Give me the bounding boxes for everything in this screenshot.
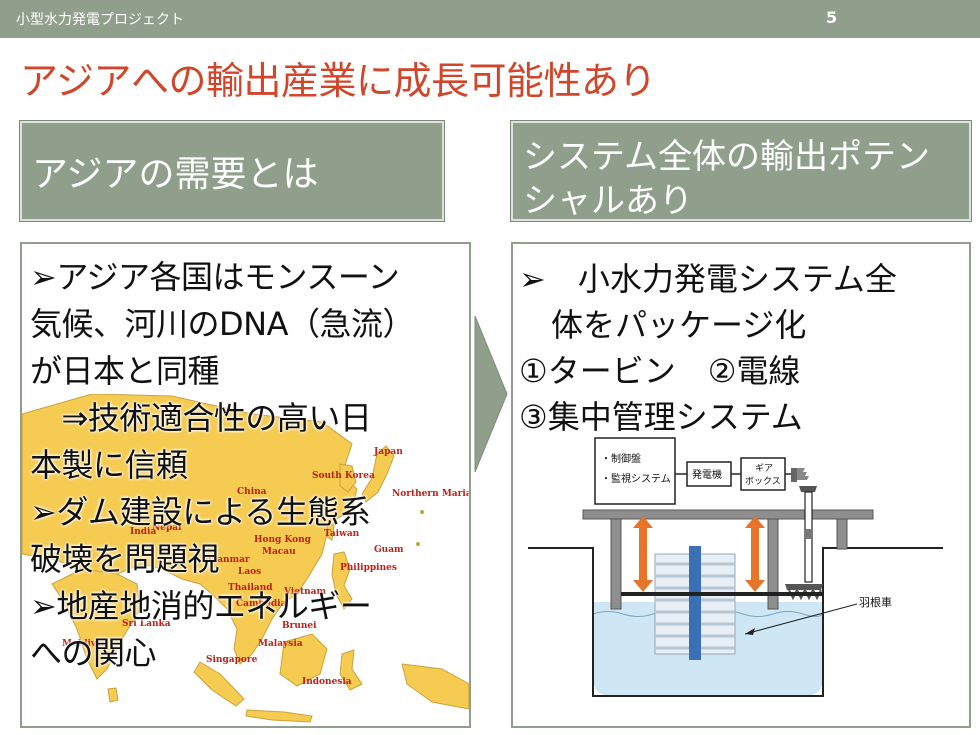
map-land-korea: [339, 463, 357, 493]
map-label-sri-lanka: Sri Lanka: [122, 619, 171, 629]
map-label-indonesia: Indonesia: [302, 677, 352, 687]
map-land-new-guinea: [401, 663, 469, 710]
left-line-5: 本製に信頼: [30, 446, 188, 484]
gear-top-icon: [791, 468, 809, 482]
left-line-3: が日本と同種: [30, 352, 220, 390]
gear-shaft-icon: [799, 486, 817, 583]
map-label-northern-mariana: Northern Mariana Islands: [392, 489, 469, 499]
map-label-hong-kong: Hong Kong: [254, 535, 312, 545]
map-land-sulawesi: [339, 649, 363, 691]
left-line-6: ➢ダム建設による生態系: [30, 493, 371, 531]
left-bullet-text: ➢アジア各国はモンスーン 気候、河川のDNA（急流） が日本と同種 ⇒技術適合性…: [30, 254, 469, 677]
header-bar: 小型水力発電プロジェクト 5: [0, 0, 980, 38]
lift-arrow-right: [745, 516, 765, 592]
gearbox-box: [740, 457, 786, 491]
right-line-4: ③集中管理システム: [519, 398, 803, 436]
asia-map: Japan South Korea China Northern Mariana…: [22, 394, 469, 723]
generator-label: 発電機: [692, 468, 722, 481]
control-line-2: ・監視システム: [601, 472, 671, 485]
right-heading-line-1: システム全体の輸出ポテン: [523, 137, 930, 177]
map-dot-mariana: [420, 510, 424, 514]
map-label-malaysia: Malaysia: [258, 639, 303, 649]
left-line-2: 気候、河川のDNA（急流）: [30, 305, 414, 343]
right-line-1: ➢ 小水力発電システム全: [519, 260, 897, 298]
right-line-3: ①タービン ②電線: [519, 352, 801, 390]
page-number: 5: [826, 8, 838, 27]
map-dot-guam: [416, 542, 420, 546]
right-line-2: 体をパッケージ化: [519, 306, 807, 344]
control-panel-box: [594, 437, 676, 505]
deck-title: 小型水力発電プロジェクト: [16, 12, 184, 28]
right-heading-box: システム全体の輸出ポテン シャルあり: [511, 121, 971, 221]
deck-leg-1: [610, 518, 622, 610]
map-label-taiwan: Taiwan: [324, 529, 360, 539]
map-label-macau: Macau: [262, 547, 296, 557]
map-land-taiwan: [325, 523, 335, 541]
map-label-maldives: Maldives: [62, 639, 107, 649]
gearbox-line-2: ボックス: [745, 476, 781, 487]
map-label-cambodia: Cambodia: [236, 599, 287, 609]
map-land-sumatra: [193, 661, 245, 707]
slide-title: アジアへの輸出産業に成長可能性あり: [20, 59, 656, 103]
map-label-laos: Laos: [238, 567, 261, 577]
left-line-1: ➢アジア各国はモンスーン: [30, 258, 400, 296]
waterwheel-axle: [689, 546, 701, 660]
map-label-vietnam: Vietnam: [283, 587, 327, 597]
map-label-brunei: Brunei: [282, 621, 317, 631]
map-land-japan: [361, 445, 395, 503]
right-content-box: ➢ 小水力発電システム全 体をパッケージ化 ①タービン ②電線 ③集中管理システ…: [511, 242, 971, 728]
map-land-java: [245, 709, 313, 723]
left-line-4: ⇒技術適合性の高い日: [30, 399, 372, 437]
gearbox-line-1: ギア: [755, 463, 773, 474]
deck-leg-3: [836, 518, 848, 550]
map-label-guam: Guam: [374, 545, 404, 555]
map-label-singapore: Singapore: [206, 655, 258, 665]
control-line-1: ・制御盤: [601, 452, 641, 465]
left-content-box: Japan South Korea China Northern Mariana…: [20, 242, 471, 728]
map-label-india: India: [130, 527, 156, 537]
map-label-myanmar: Myanmar: [202, 555, 250, 565]
map-land-mainland: [22, 394, 358, 665]
left-line-9: への関心: [30, 634, 157, 672]
map-land-sri-lanka: [107, 687, 119, 703]
map-label-nepal: Nepal: [152, 523, 182, 533]
chevron-right-icon: [474, 316, 508, 472]
right-bullet-text: ➢ 小水力発電システム全 体をパッケージ化 ①タービン ②電線 ③集中管理システ…: [519, 256, 897, 440]
left-heading: アジアの需要とは: [32, 154, 319, 195]
left-line-8: ➢地産地消的エネルギー: [30, 587, 372, 625]
right-heading-line-2: シャルあり: [523, 181, 693, 221]
left-line-7: 破壊を問題視: [30, 540, 220, 578]
waterwheel-label: 羽根車: [859, 595, 892, 609]
deck-beam: [582, 509, 874, 520]
left-heading-box: アジアの需要とは: [20, 121, 444, 221]
deck-leg-2: [767, 518, 779, 610]
map-label-south-korea: South Korea: [312, 471, 375, 481]
hydro-system-diagram: ・制御盤 ・監視システム 発電機 ギア ボックス: [528, 437, 943, 697]
map-label-japan: Japan: [373, 447, 403, 457]
ground-line: [528, 547, 943, 697]
map-label-philippines: Philippines: [340, 563, 397, 573]
map-label-china: China: [237, 487, 267, 497]
lift-arrow-left: [633, 516, 653, 592]
map-land-borneo: [279, 633, 328, 687]
generator-box: [686, 461, 732, 487]
map-land-philippines: [331, 551, 353, 610]
map-land-india: [51, 568, 141, 680]
map-label-thailand: Thailand: [228, 583, 273, 593]
